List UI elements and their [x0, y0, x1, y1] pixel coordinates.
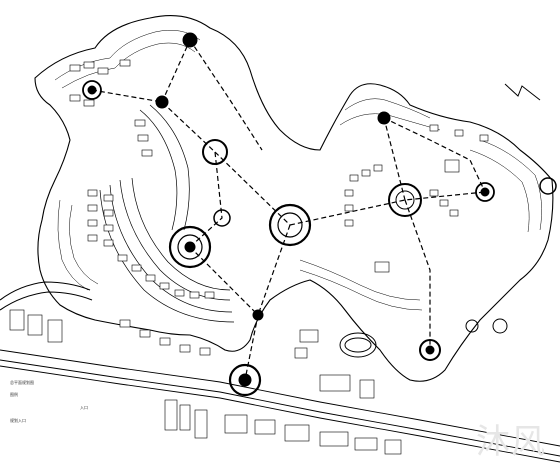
circular-nodes [82, 32, 557, 397]
node-main-plaza [168, 225, 212, 269]
legend-line-2: 图例 [10, 392, 18, 397]
curved-residential-rows [99, 104, 235, 323]
legend-line-3: 入口 [80, 405, 88, 410]
node-north [202, 139, 228, 165]
watermark: 沐风 [476, 422, 546, 462]
oval-plaza [339, 332, 377, 358]
dashed-paths [91, 39, 486, 381]
node-east [388, 183, 422, 217]
node-south-gate [228, 363, 262, 397]
north-arrow [504, 83, 541, 101]
legend-line-1: 总平面规划图 [10, 380, 34, 385]
building-blocks [9, 59, 489, 399]
site-boundary [0, 15, 554, 382]
legend-line-4: 规划入口 [10, 418, 26, 423]
node-central [268, 203, 312, 247]
main-road-band [0, 349, 560, 463]
contour-lines [54, 30, 542, 311]
southern-buildings [164, 399, 402, 455]
